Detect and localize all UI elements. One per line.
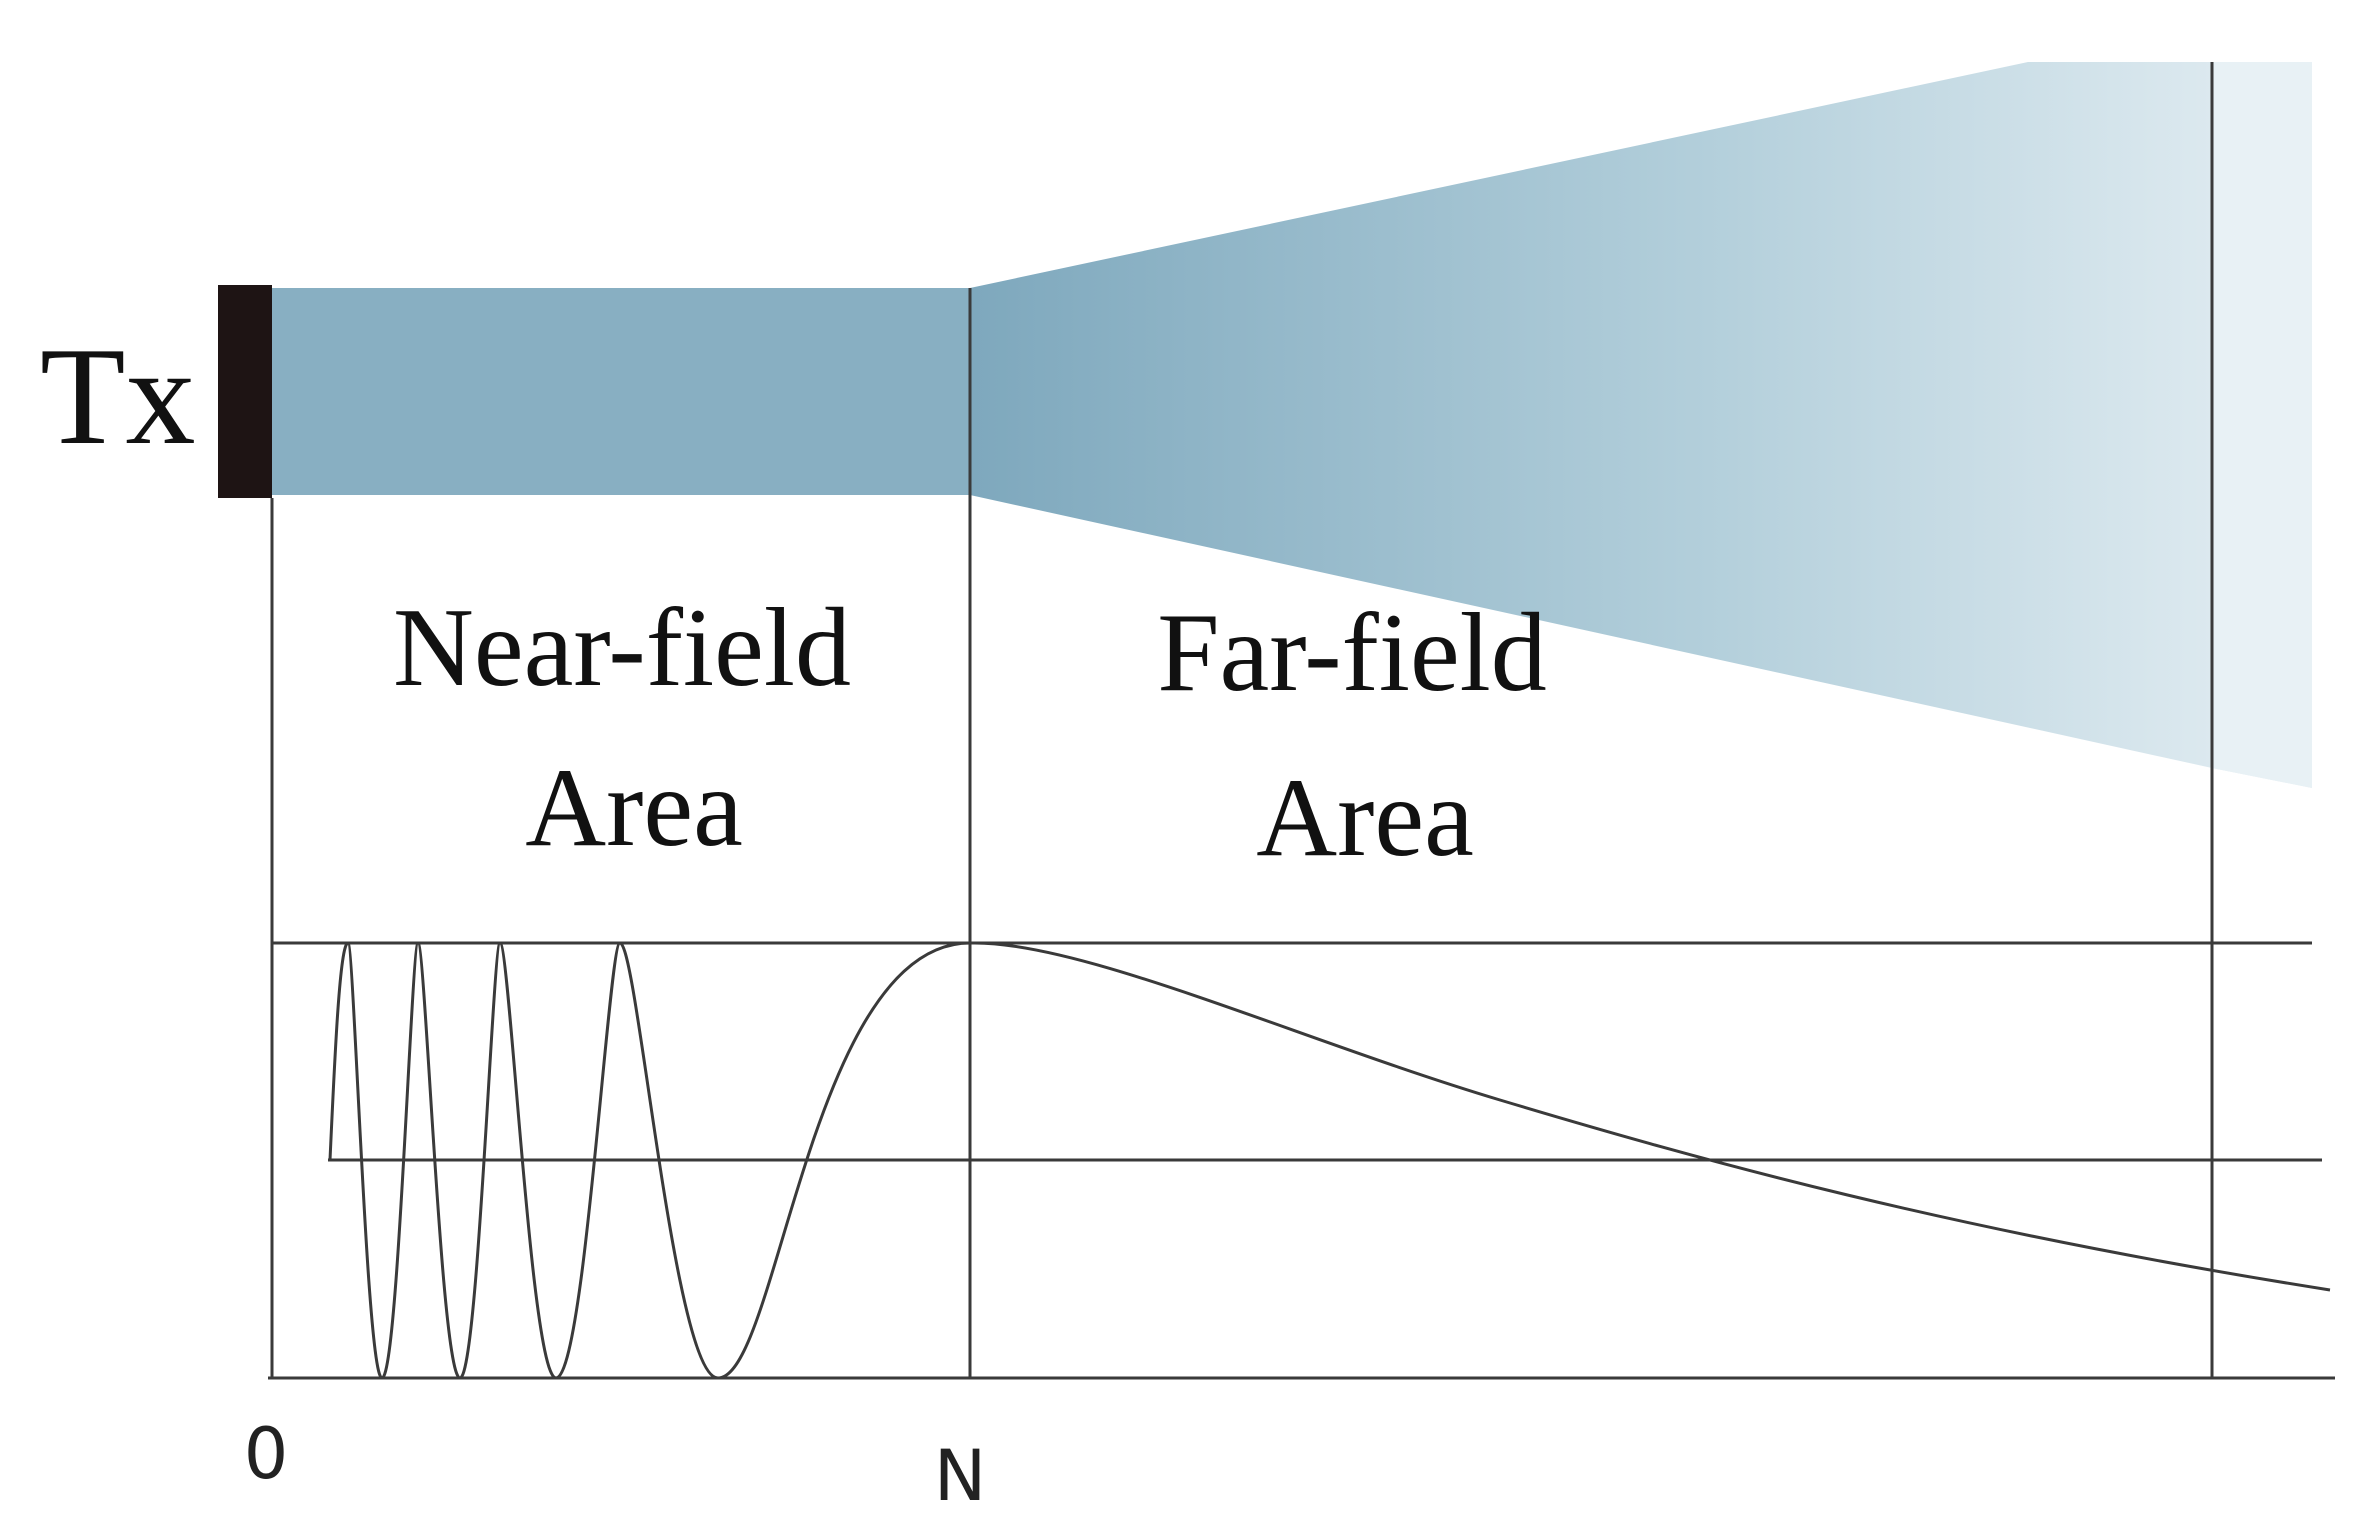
near-field-label-line1: Near-field <box>393 586 851 710</box>
tx-label: Tx <box>40 319 196 474</box>
far-field-label-line1: Far-field <box>1157 591 1547 715</box>
near-field-beam <box>272 288 970 495</box>
near-field-label-line2: Area <box>525 746 743 870</box>
far-field-beam-tail <box>2212 62 2312 788</box>
far-field-beam <box>970 62 2312 788</box>
boundary-tick-label: N <box>934 1435 986 1517</box>
intensity-curve <box>328 941 2331 1380</box>
origin-tick-label: 0 <box>244 1413 289 1495</box>
transducer-block <box>218 285 272 498</box>
far-field-label-line2: Area <box>1256 756 1474 880</box>
